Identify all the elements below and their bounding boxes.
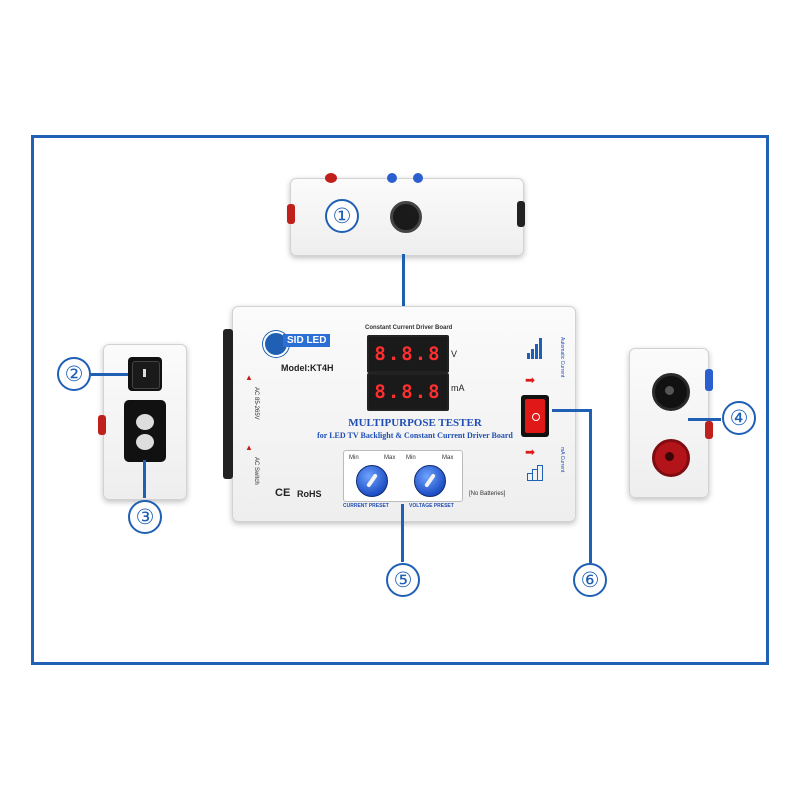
- tester-left-side-view: [98, 344, 187, 500]
- side-power-switch[interactable]: [128, 357, 162, 391]
- power-rocker-switch[interactable]: [521, 395, 549, 437]
- ma-current-label: mA Current: [559, 447, 565, 473]
- tester-right-side-view: [629, 348, 713, 498]
- callout-3: ③: [128, 500, 162, 534]
- voltage-unit: V: [451, 349, 458, 359]
- tester-subtitle: for LED TV Backlight & Constant Current …: [317, 431, 513, 440]
- callout-4-leader: [688, 418, 721, 421]
- illustration-frame: [31, 135, 769, 665]
- battery-bars-icon: [527, 463, 543, 481]
- ac-power-socket: [124, 400, 166, 462]
- ac-range-label: AC 85-265V: [253, 387, 259, 420]
- black-output-terminal: [652, 373, 690, 411]
- top-red-terminal: [325, 173, 337, 183]
- right-view-blue-clip: [705, 369, 713, 391]
- front-left-clip: [223, 329, 233, 479]
- rocker-red-button: [525, 399, 545, 433]
- voltage-preset-knob[interactable]: [414, 465, 446, 497]
- tester-front-panel: SID LED Model:KT4H AC 85-265V AC Switch …: [223, 306, 576, 522]
- voltage-knob-max: Max: [442, 455, 454, 461]
- voltage-display: 8.8.8: [367, 335, 449, 373]
- callout-1: ①: [325, 199, 359, 233]
- current-display: 8.8.8: [367, 373, 449, 411]
- top-blue-terminal-left: [387, 173, 397, 183]
- red-output-terminal: [652, 439, 690, 477]
- up-arrow-icon: ➡: [525, 373, 536, 387]
- voltage-preset-label: VOLTAGE PRESET: [409, 503, 454, 509]
- current-knob-max: Max: [384, 455, 396, 461]
- driver-board-heading: Constant Current Driver Board: [365, 325, 453, 331]
- rohs-mark: RoHS: [297, 489, 322, 499]
- tester-title: MULTIPURPOSE TESTER: [348, 417, 482, 429]
- no-batteries-label: [No Batteries]: [469, 491, 506, 497]
- preset-knob-panel: Min Max Min Max: [343, 450, 463, 502]
- top-red-clip-left: [287, 204, 295, 224]
- voltage-knob-min: Min: [406, 455, 416, 461]
- callout-6: ⑥: [573, 563, 607, 597]
- callout-2: ②: [57, 357, 91, 391]
- signal-bars-icon: [527, 337, 543, 359]
- logo-text: SID LED: [283, 334, 331, 347]
- top-black-clip-right: [517, 201, 525, 227]
- current-knob-min: Min: [349, 455, 359, 461]
- auto-current-label: Automatic Current: [559, 337, 565, 378]
- ce-mark: CE: [275, 487, 291, 499]
- ac-arrow-top: ▲: [245, 373, 253, 382]
- callout-6-leader-v: [589, 409, 592, 563]
- callout-2-leader: [91, 373, 128, 376]
- callout-5: ⑤: [386, 563, 420, 597]
- dc-jack-port: [390, 201, 422, 233]
- ac-switch-label: AC Switch: [253, 457, 259, 485]
- callout-6-leader-h: [552, 409, 592, 412]
- current-unit: mA: [451, 383, 465, 393]
- top-blue-terminal-right: [413, 173, 423, 183]
- down-arrow-icon: ➡: [525, 445, 536, 459]
- callout-1-leader: [402, 254, 405, 306]
- left-view-red-clip: [98, 415, 106, 435]
- callout-5-leader: [401, 504, 404, 562]
- current-preset-label: CURRENT PRESET: [343, 503, 389, 509]
- right-view-red-clip: [705, 421, 713, 439]
- callout-3-leader: [143, 460, 146, 498]
- current-preset-knob[interactable]: [356, 465, 388, 497]
- model-label: Model:KT4H: [281, 363, 334, 373]
- ac-arrow-bottom: ▲: [245, 443, 253, 452]
- callout-4: ④: [722, 401, 756, 435]
